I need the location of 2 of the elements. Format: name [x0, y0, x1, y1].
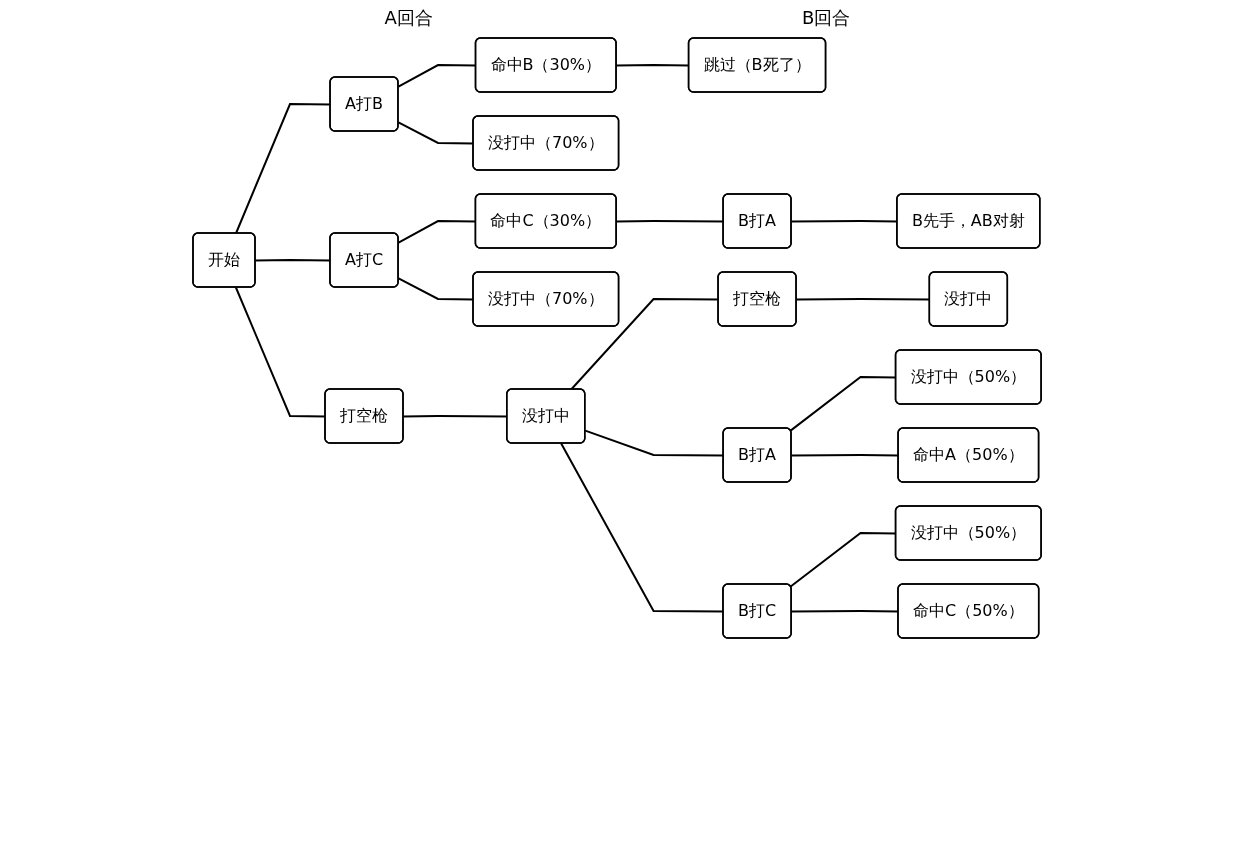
column-heading: A回合: [384, 6, 433, 30]
column-heading: B回合: [802, 6, 851, 30]
